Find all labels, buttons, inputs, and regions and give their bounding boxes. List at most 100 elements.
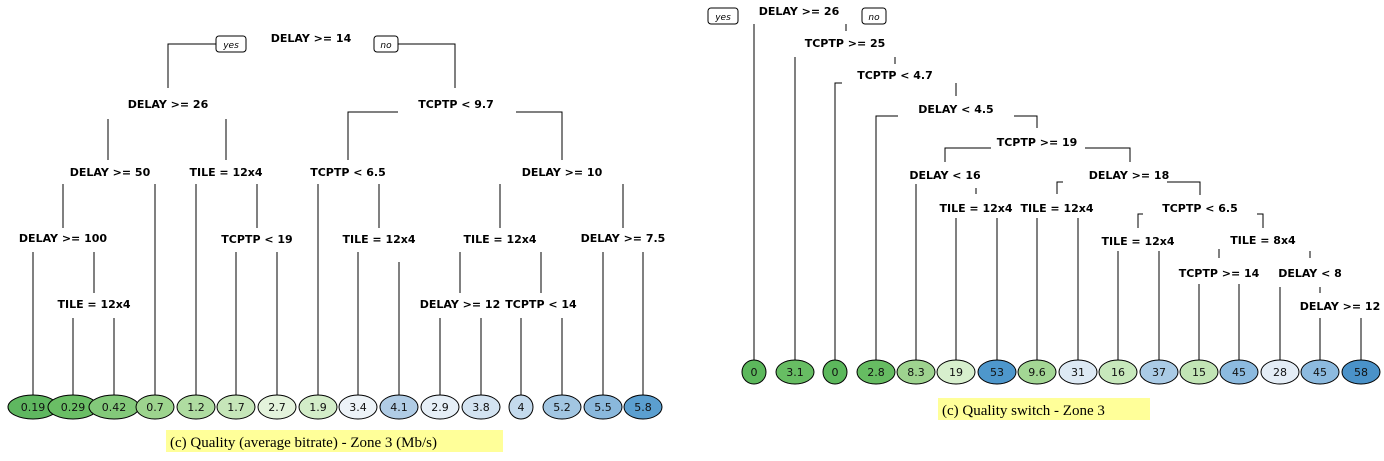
leaf-node — [1300, 359, 1340, 385]
leaf-node — [257, 394, 297, 420]
leaf-value: 31 — [1071, 366, 1085, 379]
tree-node: TILE = 8x4 — [1230, 234, 1296, 247]
leaf-node — [741, 359, 767, 385]
leaf-node — [1179, 359, 1219, 385]
tree-node: TILE = 12x4 — [939, 202, 1012, 215]
leaf-node — [542, 394, 582, 420]
tree2-leaves — [741, 359, 1381, 385]
leaf-value: 28 — [1273, 366, 1287, 379]
leaf-value: 3.4 — [349, 401, 367, 414]
leaf-node — [216, 394, 256, 420]
leaf-value: 53 — [990, 366, 1004, 379]
tree-node: DELAY < 16 — [909, 169, 981, 182]
leaf-value: 58 — [1354, 366, 1368, 379]
tree2-leaf-values: 0 3.1 0 2.8 8.3 19 53 9.6 31 16 37 15 45… — [751, 366, 1369, 379]
tree-node: DELAY >= 10 — [522, 166, 603, 179]
tree-node: TILE = 12x4 — [57, 298, 130, 311]
leaf-value: 1.2 — [187, 401, 205, 414]
leaf-node — [420, 394, 460, 420]
tree2-node-labels: DELAY >= 26 TCPTP >= 25 TCPTP < 4.7 DELA… — [759, 5, 1380, 313]
tree2-edges — [753, 24, 1362, 363]
leaf-node — [135, 394, 175, 420]
leaf-value: 3.8 — [472, 401, 490, 414]
tree-node: DELAY >= 18 — [1089, 169, 1169, 182]
leaf-value: 2.9 — [431, 401, 449, 414]
tree-node: TCPTP < 6.5 — [1162, 202, 1238, 215]
tree-node: TILE = 12x4 — [1020, 202, 1093, 215]
leaf-value: 19 — [949, 366, 963, 379]
tree2-caption: (c) Quality switch - Zone 3 — [938, 398, 1150, 420]
tree-node: TCPTP < 4.7 — [857, 69, 933, 82]
leaf-value: 2.7 — [268, 401, 286, 414]
tree-node: TILE = 12x4 — [1101, 235, 1174, 248]
tree-node: DELAY >= 7.5 — [581, 232, 666, 245]
tree-node: DELAY >= 12 — [420, 298, 500, 311]
tree-node: TCPTP < 19 — [221, 233, 292, 246]
tree1-leaves — [7, 394, 663, 420]
tree-node: TILE = 12x4 — [463, 233, 536, 246]
tree1-no-tag: no — [373, 35, 399, 53]
leaf-value: 0.7 — [146, 401, 164, 414]
leaf-value: 0.19 — [21, 401, 46, 414]
tree2-no-tag: no — [861, 7, 887, 25]
leaf-node — [508, 394, 534, 420]
tree1-edges — [32, 43, 644, 398]
leaf-node — [1017, 359, 1057, 385]
tree-node: TCPTP >= 14 — [1179, 267, 1260, 280]
tree-node: TCPTP < 6.5 — [310, 166, 386, 179]
leaf-node — [1260, 359, 1300, 385]
leaf-value: 45 — [1313, 366, 1327, 379]
tree-node: DELAY >= 12 — [1300, 300, 1380, 313]
tree-node: TCPTP >= 19 — [997, 136, 1078, 149]
leaf-node — [856, 359, 896, 385]
leaf-value: 0 — [751, 366, 758, 379]
tree-node: DELAY >= 100 — [19, 232, 107, 245]
yes-label: yes — [714, 13, 731, 23]
figure-caption: (c) Quality switch - Zone 3 — [942, 403, 1105, 419]
leaf-value: 1.9 — [309, 401, 327, 414]
leaf-node — [775, 359, 815, 385]
leaf-node — [1139, 359, 1179, 385]
leaf-value: 8.3 — [907, 366, 925, 379]
tree1-caption: (c) Quality (average bitrate) - Zone 3 (… — [166, 430, 503, 452]
tree-average-bitrate: yes no DELAY >= 14 DELAY >= 26 TCPTP < 9… — [7, 32, 665, 452]
tree-node: DELAY >= 26 — [128, 98, 209, 111]
leaf-value: 2.8 — [867, 366, 885, 379]
tree-node: TILE = 12x4 — [342, 233, 415, 246]
leaf-node — [896, 359, 936, 385]
tree-node: TILE = 12x4 — [189, 166, 262, 179]
leaf-value: 3.1 — [786, 366, 804, 379]
tree-node: DELAY >= 26 — [759, 5, 840, 18]
leaf-node — [1219, 359, 1259, 385]
leaf-value: 16 — [1111, 366, 1125, 379]
leaf-node — [1058, 359, 1098, 385]
tree1-leaf-values: 0.19 0.29 0.42 0.7 1.2 1.7 2.7 1.9 3.4 4… — [21, 401, 652, 414]
tree-node: TCPTP >= 25 — [805, 37, 886, 50]
leaf-value: 4.1 — [390, 401, 408, 414]
leaf-node — [1098, 359, 1138, 385]
tree-quality-switch: yes no DELAY >= 26 TCPTP >= 25 TCPTP < 4… — [707, 5, 1381, 420]
leaf-node — [583, 394, 623, 420]
leaf-node — [977, 359, 1017, 385]
leaf-value: 15 — [1192, 366, 1206, 379]
tree2-yes-tag: yes — [707, 7, 739, 25]
tree1-node-labels: DELAY >= 14 DELAY >= 26 TCPTP < 9.7 DELA… — [19, 32, 665, 311]
leaf-value: 5.5 — [594, 401, 612, 414]
yes-label: yes — [222, 41, 239, 51]
leaf-node — [338, 394, 378, 420]
leaf-value: 37 — [1152, 366, 1166, 379]
leaf-value: 4 — [518, 401, 525, 414]
leaf-node — [379, 394, 419, 420]
leaf-value: 5.8 — [634, 401, 652, 414]
figure-caption: (c) Quality (average bitrate) - Zone 3 (… — [170, 435, 437, 451]
leaf-value: 0 — [832, 366, 839, 379]
leaf-value: 9.6 — [1028, 366, 1046, 379]
tree-node: DELAY < 8 — [1278, 267, 1342, 280]
leaf-node — [461, 394, 501, 420]
tree-node: TCPTP < 9.7 — [418, 98, 494, 111]
leaf-node — [822, 359, 848, 385]
leaf-value: 45 — [1232, 366, 1246, 379]
leaf-value: 0.29 — [61, 401, 86, 414]
leaf-value: 0.42 — [102, 401, 127, 414]
